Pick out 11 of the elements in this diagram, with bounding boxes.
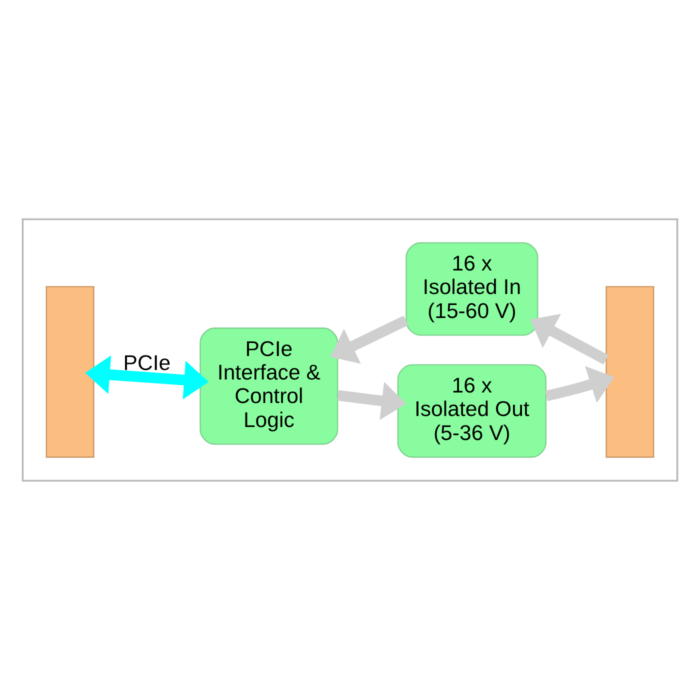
edge-label: PCIe bbox=[123, 351, 171, 376]
node-box bbox=[606, 286, 654, 458]
arrow bbox=[545, 366, 614, 403]
node-box: 16 x Isolated Out (5-36 V) bbox=[397, 364, 546, 458]
arrow bbox=[85, 355, 209, 400]
arrow bbox=[530, 314, 608, 364]
arrow bbox=[337, 382, 406, 420]
node-box: PCIe Interface & Control Logic bbox=[200, 328, 338, 445]
node-box: 16 x Isolated In (15-60 V) bbox=[406, 242, 538, 336]
arrow bbox=[330, 316, 408, 364]
node-box bbox=[46, 286, 94, 458]
